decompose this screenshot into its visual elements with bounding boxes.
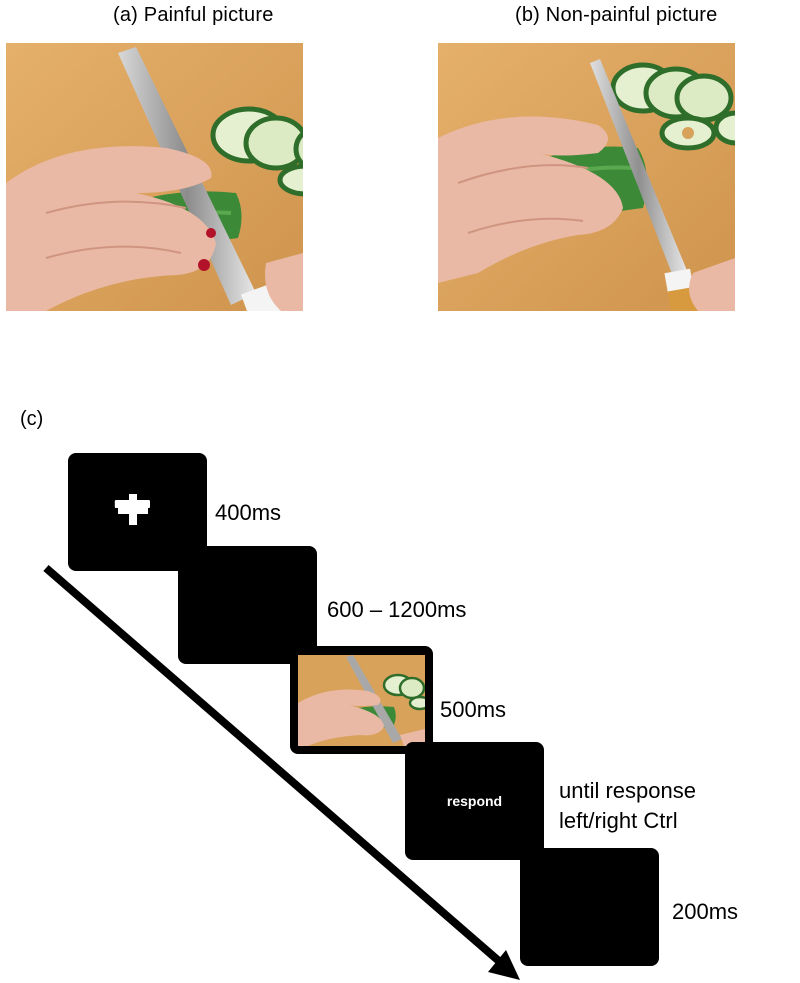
end-blank-duration: 200ms [672, 899, 739, 924]
respond-screen: respond [405, 742, 544, 860]
respond-duration-line2: left/right Ctrl [559, 808, 678, 833]
blank-screen [178, 546, 317, 664]
painful-picture [6, 43, 303, 311]
picture-duration: 500ms [440, 697, 507, 722]
picture-thumbnail [298, 655, 425, 746]
painful-picture-title: (a) Painful picture [113, 4, 274, 26]
fixation-duration: 400ms [215, 500, 282, 525]
blank-duration: 600 – 1200ms [327, 597, 467, 622]
respond-text: respond [446, 793, 503, 809]
non-painful-picture-title: (b) Non-painful picture [515, 4, 718, 26]
plus-cross-icon [114, 494, 150, 525]
end-blank-screen [520, 848, 659, 966]
non-painful-picture [438, 43, 735, 311]
sequence-label: (c) [20, 408, 44, 430]
respond-duration-line1: until response [559, 778, 696, 803]
